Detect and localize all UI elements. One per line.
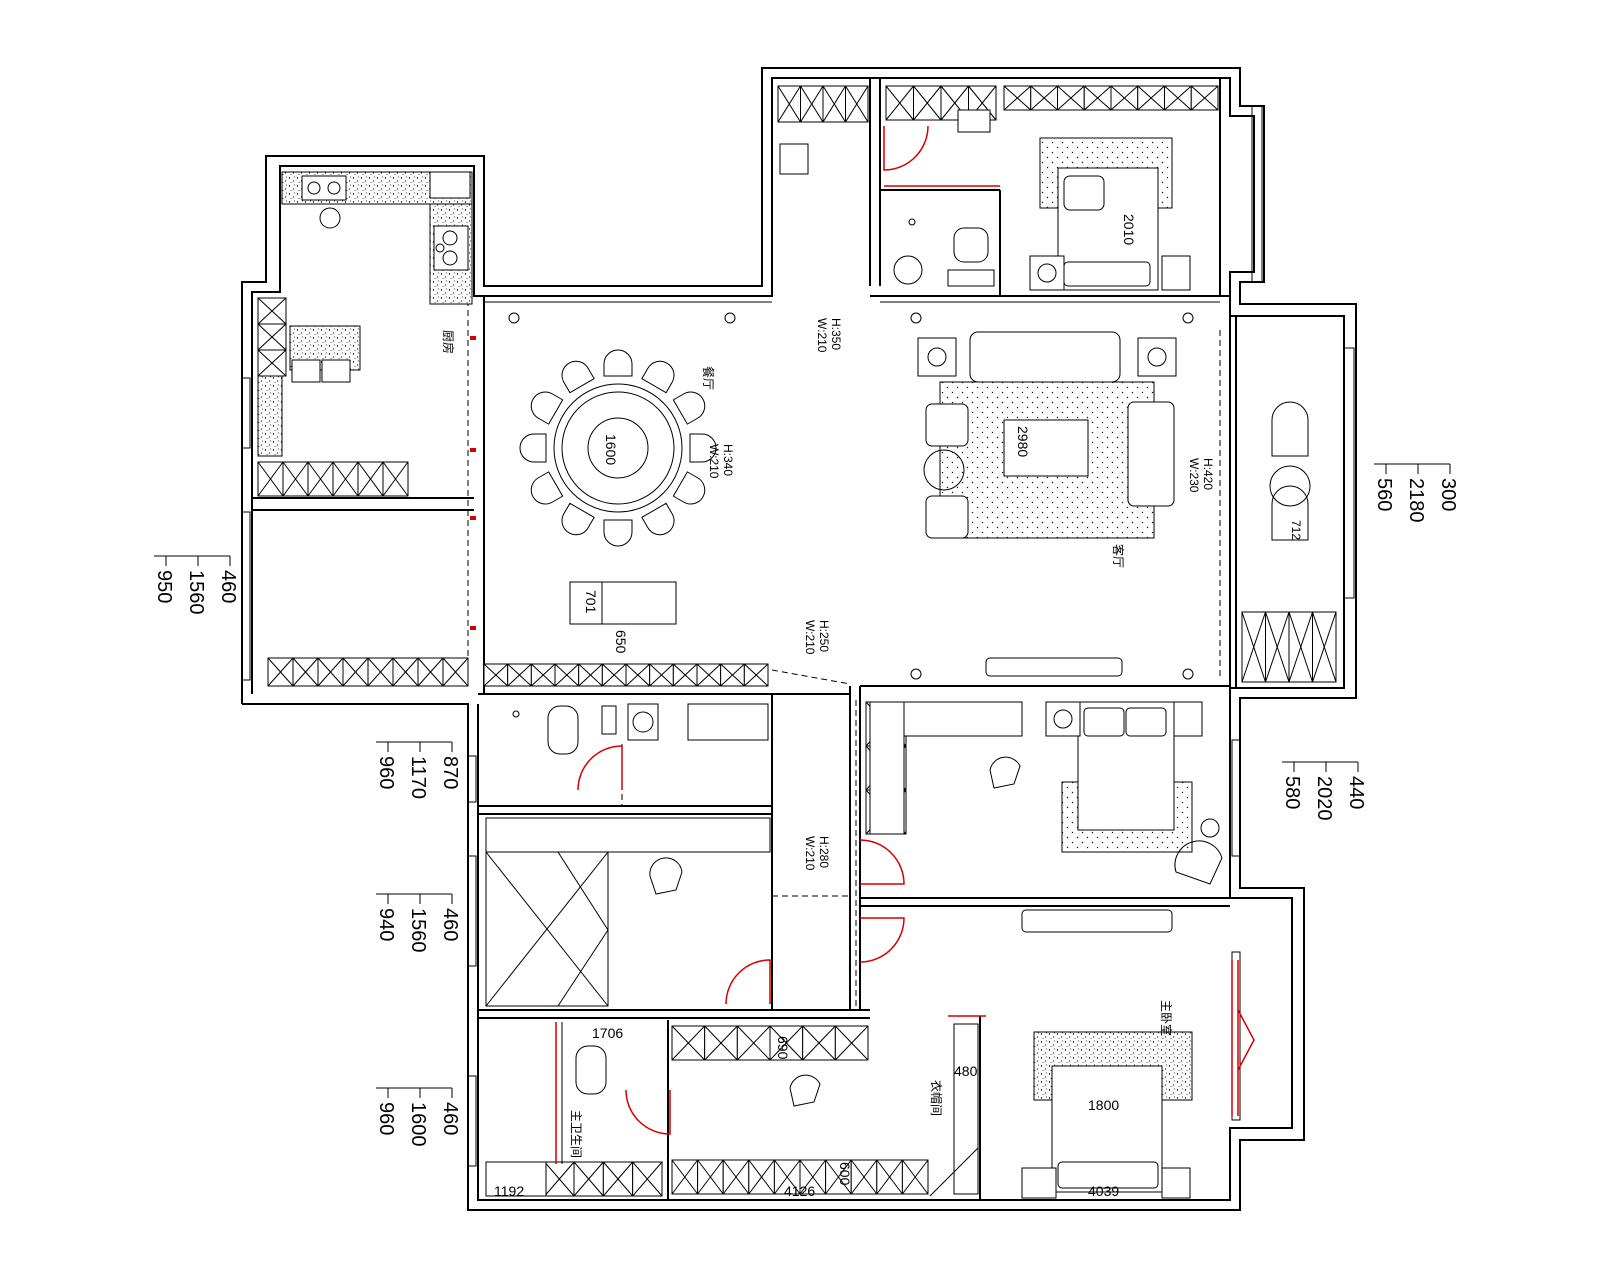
window-dim-value: 580 [1281,776,1303,809]
cabinet-row [1003,85,1219,111]
rug-size: 2980 [1015,426,1031,457]
opening-labels: H:350W:210 H:340W:210 H:420W:230 H:250W:… [707,318,1215,871]
master-bedroom: 1800 4039 主卧室 [1021,909,1193,1199]
dining-chair [641,360,675,394]
closet-690: 690 [775,1036,791,1060]
walk-in-closet: 690 480 衣帽间 4126 600 [775,1023,979,1199]
kitchen: 厨房 [257,171,473,457]
window-dim-w_right_mid: 580 2020 440 [1281,761,1367,821]
window-dim-value: 1560 [185,570,207,615]
master-bath: 1706 1192 主卫生间 [485,1022,623,1199]
window-dim-w_mid_upper: 960 1170 870 [375,741,461,799]
opening-hall: H:250W:210 [803,620,831,655]
closet-label: 衣帽间 [929,1080,944,1116]
wall-600: 600 [837,1162,853,1186]
window-dim-value: 940 [375,908,397,941]
window-dimensions: 950 1560 460 560 2180 300 960 1170 870 580 2020 440… [153,463,1459,1147]
small-bath [512,703,769,755]
master-bedroom-label: 主卧室 [1159,1000,1174,1036]
kitchen-label: 厨房 [441,330,456,354]
vanity-size: 1706 [592,1025,623,1041]
opening-north: H:350W:210 [815,318,843,353]
top-bath [893,218,995,287]
dining-chair [530,391,564,425]
dining-chair [530,471,564,505]
cabinet-row [267,657,469,687]
window-dim-w_left: 950 1560 460 [153,555,239,615]
opening-corridor: H:280W:210 [803,836,831,871]
opening-line: W:210 [707,444,721,479]
balcony: 712 [1269,401,1311,541]
opening-living: H:420W:230 [1187,458,1215,493]
doors [470,125,1000,1135]
window-dim-value: 2180 [1405,478,1427,523]
opening-line: W:210 [803,620,817,655]
dining-chair [672,391,706,425]
dining-chair [603,349,633,377]
cabinet-row [257,461,409,497]
master-bed-size: 1800 [1088,1097,1119,1113]
interior-walls [252,78,1237,1200]
window-dim-value: 950 [153,570,175,603]
dining-table: 1600 餐厅 [519,349,717,547]
small-box: 701 650 [569,581,677,654]
openings [467,140,1221,1006]
windows [241,105,1355,1167]
window-dim-value: 2020 [1313,776,1335,821]
dining-chair [603,519,633,547]
window-dim-value: 440 [1345,776,1367,809]
wall-4126: 4126 [784,1183,815,1199]
window-dim-value: 870 [439,756,461,789]
opening-line: W:210 [803,836,817,871]
closet-480: 480 [954,1063,978,1079]
window-dim-w_mid_lower: 940 1560 460 [375,893,461,953]
cabinet-row [671,1159,929,1195]
living-label: 客厅 [1111,544,1126,568]
bed-top-size: 2010 [1121,214,1137,245]
window-dim-value: 960 [375,1102,397,1135]
opening-line: W:210 [815,318,829,353]
window-dim-w_right_top: 560 2180 300 [1373,463,1459,523]
dining-chair [519,433,547,463]
window-dim-w_bottom: 960 1600 460 [375,1087,461,1147]
dining-chair [561,360,595,394]
dining-chair [672,471,706,505]
master-wall-4039: 4039 [1088,1183,1119,1199]
cabinet-rows [257,85,1337,1197]
dining-table-size: 1600 [603,434,619,465]
opening-line: W:230 [1187,458,1201,493]
window-dim-value: 460 [439,908,461,941]
living-room: 2980 客厅 [508,312,1194,680]
cabinet-row [1241,611,1337,683]
box-701: 701 [583,590,599,614]
middle-bedroom [869,701,1223,885]
dining-label: 餐厅 [701,366,716,390]
box-650: 650 [613,630,629,654]
master-bath-label: 主卫生间 [569,1110,583,1158]
cabinet-row [257,297,287,377]
cabinet-row [671,1025,869,1061]
window-dim-value: 960 [375,756,397,789]
top-bedroom: 2010 [779,109,1191,291]
outer-walls [241,67,1357,1211]
cabinet-row [777,85,869,123]
window-dim-value: 300 [1437,478,1459,511]
dining-chair [641,502,675,536]
window-dim-value: 560 [1373,478,1395,511]
bath-size: 1192 [494,1183,524,1199]
dining-chair [561,502,595,536]
window-dim-value: 460 [439,1102,461,1135]
balcony-table: 712 [1289,520,1303,540]
dining-chair [689,433,717,463]
study [485,817,771,1007]
opening-dining: H:340W:210 [707,444,735,479]
window-dim-value: 1560 [407,908,429,953]
window-dim-value: 1170 [407,756,429,799]
window-dim-value: 460 [217,570,239,603]
cabinet-row [483,663,769,687]
window-dim-value: 1600 [407,1102,429,1147]
